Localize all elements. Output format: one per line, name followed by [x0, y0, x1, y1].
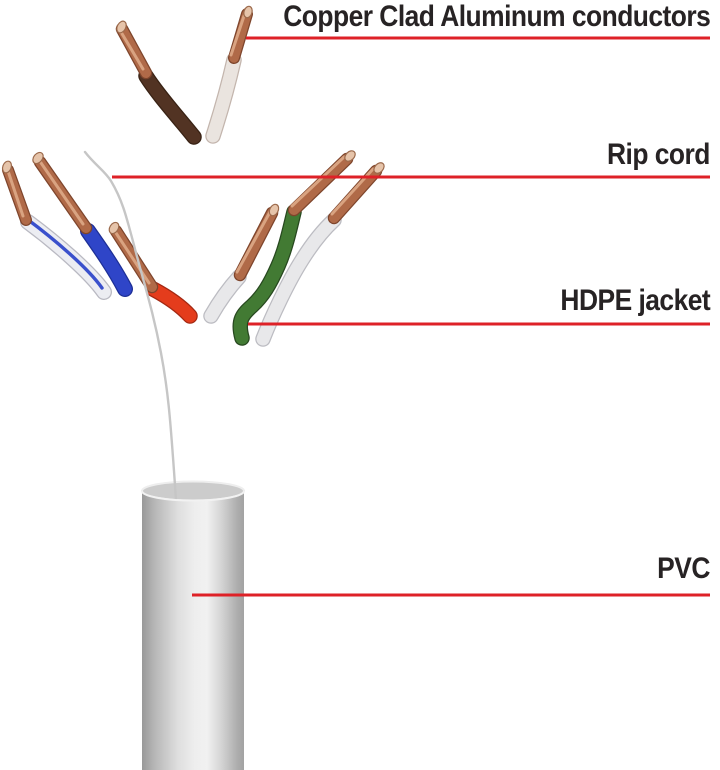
copper-conductor	[229, 9, 252, 63]
copper-highlight	[5, 166, 25, 218]
conductor-tip-face	[108, 221, 120, 235]
copper-highlight	[290, 155, 346, 208]
conductor-tip-face	[32, 151, 44, 165]
conductor-tip-face	[268, 203, 280, 217]
pvc-jacket-rim	[141, 490, 245, 502]
conductor-tip-face	[243, 5, 253, 19]
hdpe-green-wire-insulation	[233, 205, 301, 345]
label-rip-cord: Rip cord	[607, 138, 710, 171]
orange-wire-insulation	[146, 282, 197, 323]
copper-highlight	[112, 228, 151, 285]
label-copper-clad-aluminum-conductors: Copper Clad Aluminum conductors	[282, 0, 711, 33]
orange-pair	[108, 203, 280, 324]
green-pair	[232, 150, 385, 347]
conductor-tip-face	[344, 150, 356, 162]
copper-highlight	[119, 30, 145, 71]
conductor-tip-face	[116, 20, 127, 34]
copper-conductor	[235, 208, 277, 280]
brown-pair	[115, 5, 253, 145]
copper-highlight	[229, 14, 246, 57]
white-orange-wire-insulation	[204, 270, 246, 323]
label-hdpe-jacket: HDPE jacket	[560, 284, 710, 317]
blue-pair	[1, 151, 133, 300]
copper-conductor	[289, 154, 352, 215]
pvc-jacket-body	[142, 491, 244, 770]
blue-stripe	[25, 217, 104, 290]
blue-wire-insulation	[81, 224, 132, 296]
copper-highlight	[37, 158, 85, 226]
label-pvc: PVC	[657, 552, 710, 585]
copper-conductor	[329, 166, 381, 223]
brown-wire-insulation	[139, 69, 201, 144]
white-green-wire-insulation	[256, 213, 341, 346]
copper-highlight	[235, 210, 272, 274]
rip-cord-thread	[83, 150, 178, 502]
conductor-tip-face	[373, 162, 385, 174]
conductor-tip-face	[1, 160, 13, 174]
white-brown-wire-insulation	[206, 53, 241, 143]
